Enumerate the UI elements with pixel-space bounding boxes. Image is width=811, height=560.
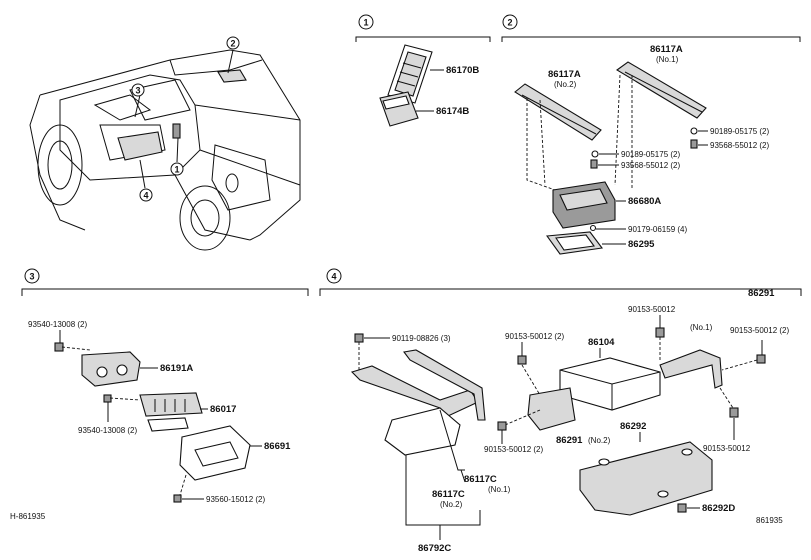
screw-93568-a — [690, 139, 698, 149]
label-86117a-no2: 86117A — [548, 69, 581, 80]
label-86117a-no1: 86117A — [650, 44, 683, 55]
bracket-86117a-no1 — [616, 61, 707, 119]
label-86291-no2: 86291 — [556, 435, 583, 446]
footer-right-code: 861935 — [756, 516, 783, 525]
cover-86691 — [179, 425, 251, 481]
section-1-marker-text: 1 — [363, 18, 368, 28]
section-4-marker-text: 4 — [331, 272, 336, 282]
vehicle-illustration: 2 3 1 4 — [29, 36, 301, 251]
section-3-marker — [24, 268, 40, 284]
label-86170b: 86170B — [446, 65, 479, 76]
screw-93568-b — [590, 159, 598, 169]
label-86117c-no1: 86117C — [464, 474, 497, 485]
section-4-marker — [326, 268, 342, 284]
clip-86292d — [677, 503, 687, 513]
label-86680a: 86680A — [628, 196, 661, 207]
cover-86292 — [579, 441, 713, 516]
label-90189-b: 90189-05175 (2) — [621, 150, 680, 159]
label-86295: 86295 — [628, 239, 655, 250]
label-86174b: 86174B — [436, 106, 469, 117]
label-86117a-no2-sub: (No.2) — [554, 80, 577, 89]
screw-90153-bl — [497, 421, 507, 431]
section-2-marker — [502, 14, 518, 30]
label-86292: 86292 — [620, 421, 646, 432]
bracket-86291-no1 — [659, 349, 723, 389]
vehicle-callout-2-text: 2 — [230, 39, 235, 49]
label-86117c-no2-sub: (No.2) — [440, 500, 463, 509]
washer-90189-a — [690, 127, 698, 135]
label-90153-bl: 90153-50012 (2) — [484, 445, 543, 454]
section-2-marker-text: 2 — [507, 18, 512, 28]
label-90153-top: 90153-50012 — [628, 305, 676, 314]
screw-93560 — [173, 494, 182, 503]
washer-90189-b — [591, 150, 599, 158]
label-86292d: 86292D — [702, 503, 735, 514]
label-93568-a: 93568-55012 (2) — [710, 141, 769, 150]
label-90189-a: 90189-05175 (2) — [710, 127, 769, 136]
remote-holder-86174b — [379, 91, 419, 127]
section-3-marker-text: 3 — [29, 272, 34, 282]
section-2: 2 86117A (No.1) 86117A (No.2) 90189-0517… — [501, 14, 801, 255]
label-90119: 90119-08826 (3) — [392, 334, 451, 343]
footer-left-code: H-861935 — [10, 512, 46, 521]
screw-90119 — [354, 333, 364, 343]
label-93540-top: 93540-13008 (2) — [28, 320, 87, 329]
bezel-86295 — [545, 231, 603, 255]
vehicle-callout-3-text: 3 — [135, 86, 140, 96]
screw-90153-r — [756, 354, 766, 364]
label-86291: 86291 — [748, 288, 775, 299]
remote-control-86170b — [387, 44, 433, 104]
clip-90179 — [589, 224, 597, 232]
label-86017: 86017 — [210, 404, 236, 415]
section-3: 3 93540-13008 (2) 86191A 86017 935 — [10, 268, 309, 521]
label-86104: 86104 — [588, 337, 615, 348]
screw-93540-top — [54, 342, 64, 352]
screw-90153-l — [517, 355, 527, 365]
bracket-86291-no2 — [527, 387, 576, 431]
label-86792c: 86792C — [418, 543, 451, 554]
label-86191a: 86191A — [160, 363, 193, 374]
screw-90153-top — [655, 327, 665, 338]
label-90179: 90179-06159 (4) — [628, 225, 687, 234]
label-90153-l: 90153-50012 (2) — [505, 332, 564, 341]
label-93540-bot: 93540-13008 (2) — [78, 426, 137, 435]
label-86691: 86691 — [264, 441, 291, 452]
bracket-86117c — [350, 349, 486, 471]
screw-90153-br — [729, 407, 739, 418]
vehicle-callout-4 — [139, 188, 153, 202]
label-86291-no2-sub: (No.2) — [588, 436, 611, 445]
bracket-86191a — [81, 351, 141, 387]
vehicle-callout-3 — [131, 83, 145, 97]
section-1-marker — [358, 14, 374, 30]
label-86117c-no2: 86117C — [432, 489, 465, 500]
vehicle-callout-1-text: 1 — [174, 165, 179, 175]
label-86117a-no1-sub: (No.1) — [656, 55, 679, 64]
label-90153-br: 90153-50012 — [703, 444, 751, 453]
ecu-86104 — [559, 357, 661, 411]
bracket-86117a-no2 — [514, 83, 602, 141]
label-93560: 93560-15012 (2) — [206, 495, 265, 504]
section-4: 4 86291 90153-50012 90119-08826 (3) 8611… — [319, 268, 802, 554]
unit-86680a — [552, 181, 616, 229]
section-1: 1 86170B 86174B — [355, 14, 491, 127]
label-86117c-no1-sub: (No.1) — [488, 485, 511, 494]
vehicle-callout-4-text: 4 — [143, 191, 148, 201]
vehicle-callout-2 — [226, 36, 240, 50]
label-no1: (No.1) — [690, 323, 713, 332]
label-90153-r: 90153-50012 (2) — [730, 326, 789, 335]
vehicle-callout-1 — [170, 162, 184, 176]
screw-93540-bot — [103, 394, 112, 403]
label-93568-b: 93568-55012 (2) — [621, 161, 680, 170]
lamp-86017 — [139, 392, 203, 432]
